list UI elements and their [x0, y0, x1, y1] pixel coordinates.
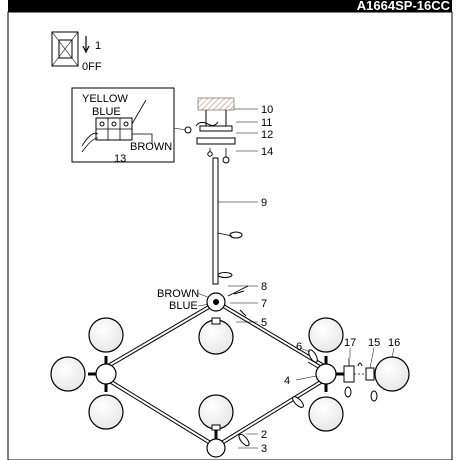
callout-2: 2 [261, 429, 267, 441]
down-rod [212, 157, 258, 317]
ceiling-hatch [197, 97, 235, 111]
globes [50, 317, 410, 432]
callout-4: 4 [284, 375, 290, 387]
header-bar: A1664SP-16CC [8, 0, 452, 13]
callout-10: 10 [261, 104, 273, 116]
callout-16: 16 [388, 337, 400, 349]
globe-necks [211, 317, 221, 431]
down-arrow-icon [82, 36, 90, 54]
rod-cap-icon [229, 231, 243, 239]
junction-label-brown: BROWN [157, 288, 199, 300]
globe-icon [198, 394, 234, 430]
callout-3: 3 [261, 443, 267, 455]
bulb-base-icon [365, 367, 375, 381]
callout-numbers: 10 11 12 14 9 8 7 5 6 17 15 16 4 2 3 [261, 104, 400, 455]
central-hub [206, 292, 226, 312]
off-label: 0FF [82, 61, 102, 73]
callout-7: 7 [261, 298, 267, 310]
frame-arms [106, 302, 326, 446]
right-hub [292, 349, 350, 408]
mounting-plate [199, 125, 233, 132]
callout-17: 17 [344, 337, 356, 349]
callout-15: 15 [368, 337, 380, 349]
switch-off-step: 1 0FF [51, 31, 102, 73]
callout-12: 12 [261, 129, 273, 141]
left-hub [88, 356, 117, 392]
junction-labels: BROWN BLUE [157, 288, 211, 312]
wiring-inset: YELLOW BLUE BROWN 13 [71, 87, 187, 165]
globe-icon [88, 394, 124, 430]
callout-8: 8 [261, 281, 267, 293]
callout-6: 6 [296, 341, 302, 353]
callout-11: 11 [261, 117, 272, 129]
socket-icon [343, 365, 355, 383]
globe-icon [374, 356, 410, 392]
globe-icon [50, 356, 86, 392]
terminal-block-icon [95, 117, 133, 141]
canopy [196, 137, 236, 145]
wire-label-yellow: YELLOW [82, 93, 128, 105]
globe-icon [198, 319, 234, 355]
bottom-hub [206, 430, 258, 458]
socket-parts [295, 347, 395, 402]
page-border [7, 11, 453, 460]
callout-13: 13 [114, 153, 126, 165]
wire-label-blue: BLUE [92, 106, 121, 118]
step-number: 1 [95, 40, 101, 52]
callout-5: 5 [261, 317, 267, 329]
wire-label-brown: BROWN [130, 141, 172, 153]
callout-14: 14 [261, 146, 273, 158]
ceiling-mount [184, 97, 258, 164]
callout-9: 9 [261, 197, 267, 209]
junction-label-blue: BLUE [169, 300, 198, 312]
globe-icon [308, 396, 344, 432]
hub-cap-icon [217, 272, 233, 278]
globe-icon [308, 317, 344, 353]
globe-icon [88, 317, 124, 353]
model-code: A1664SP-16CC [357, 0, 451, 13]
